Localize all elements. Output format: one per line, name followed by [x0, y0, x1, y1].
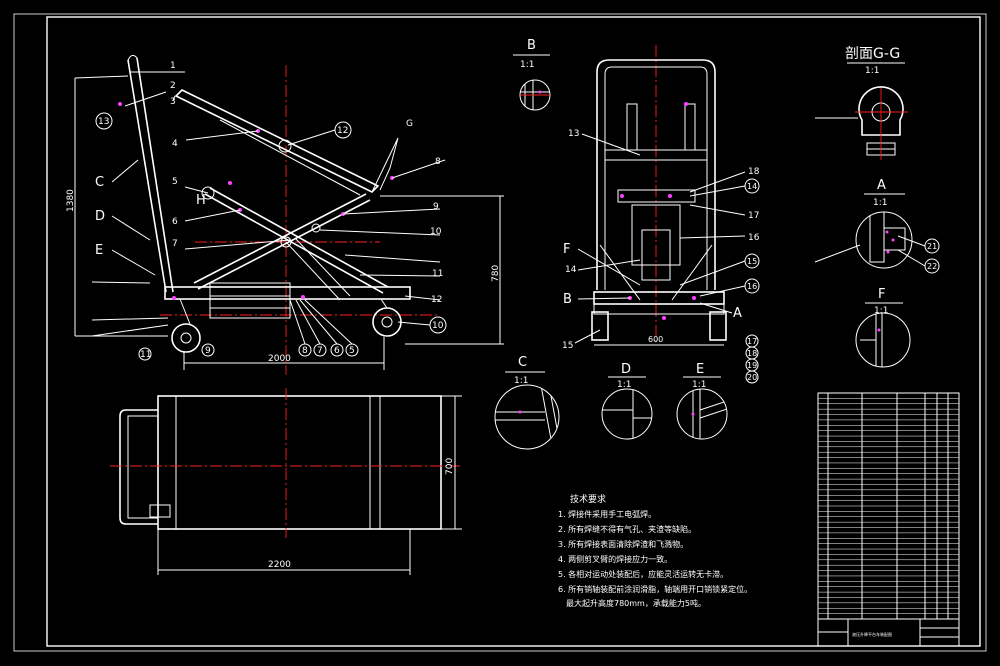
outer-frame — [13, 13, 987, 652]
label-H: H — [196, 193, 206, 208]
note-4: 4. 两侧剪叉臂的焊接应力一致。 — [558, 554, 672, 564]
front-circled-15: 15 — [747, 257, 757, 266]
title-block: 液压升降平台车装配图 — [817, 618, 960, 647]
notes-heading: 技术要求 — [570, 493, 606, 505]
circled-9: 9 — [205, 346, 211, 356]
front-callout-18: 18 — [748, 167, 760, 177]
view-F-scale: 1:1 — [874, 306, 888, 316]
front-view: 600 13 14 15 16 17 18 14 15 16 17 18 19 … — [562, 45, 760, 384]
note-6: 6. 所有销轴装配前涂润滑脂，轴端用开口销锁紧定位。 — [558, 584, 752, 594]
parts-list — [817, 392, 960, 620]
front-label-F: F — [563, 242, 570, 257]
view-B-scale: 1:1 — [520, 60, 534, 70]
callout-7: 7 — [172, 239, 178, 249]
view-GG-name: 剖面G-G — [845, 46, 900, 62]
side-circled-callouts: 13 12 10 11 9 8 7 6 5 — [95, 112, 447, 361]
front-callout-16: 16 — [748, 233, 760, 243]
circled-5: 5 — [349, 346, 355, 356]
callout-11: 11 — [432, 269, 443, 279]
front-label-B: B — [563, 292, 572, 307]
technical-notes: 技术要求 1. 焊接件采用手工电弧焊。 2. 所有焊缝不得有气孔、夹渣等缺陷。 … — [558, 493, 752, 608]
front-callout-13: 13 — [568, 129, 579, 139]
note-2: 2. 所有焊缝不得有气孔、夹渣等缺陷。 — [558, 524, 696, 534]
callout-10: 10 — [430, 227, 442, 237]
circled-13: 13 — [98, 117, 109, 127]
circled-10: 10 — [432, 321, 444, 331]
section-mark-G: G — [406, 119, 413, 129]
dim-length: 2000 — [268, 354, 291, 364]
view-D-name: D — [621, 362, 631, 377]
callout-6: 6 — [172, 217, 178, 227]
note-1: 1. 焊接件采用手工电弧焊。 — [558, 509, 656, 519]
detail-view-D: D 1:1 — [601, 362, 653, 440]
front-callout-15: 15 — [562, 341, 573, 351]
callout-4: 4 — [172, 139, 178, 149]
detail-view-C: C 1:1 — [494, 355, 560, 450]
view-E-name: E — [696, 362, 704, 377]
detail-view-B: B 1:1 — [513, 38, 551, 111]
detail-A-circled-21: 21 — [927, 242, 937, 251]
front-circled-18: 18 — [747, 349, 757, 358]
dim-height: 1380 — [66, 189, 76, 212]
dim-lift: 780 — [491, 265, 501, 282]
circled-7: 7 — [317, 346, 323, 356]
front-label-A: A — [733, 306, 742, 321]
front-callout-17: 17 — [748, 211, 759, 221]
callout-3: 3 — [170, 97, 176, 107]
view-C-scale: 1:1 — [514, 376, 528, 386]
detail-view-F: F 1:1 — [855, 287, 911, 368]
view-A-name: A — [877, 178, 886, 193]
title-block-name: 液压升降平台车装配图 — [852, 631, 892, 637]
detail-view-E: E 1:1 — [676, 362, 728, 440]
callout-12: 12 — [431, 295, 442, 305]
side-view: 1380 780 2000 1 2 3 4 5 — [66, 54, 504, 375]
callout-9: 9 — [433, 202, 439, 212]
note-7: 最大起升高度780mm，承载能力5吨。 — [566, 598, 706, 608]
callout-2: 2 — [170, 81, 176, 91]
front-circled-19: 19 — [747, 361, 757, 370]
dim-top-width: 700 — [445, 458, 455, 475]
callout-5: 5 — [172, 177, 178, 187]
note-3: 3. 所有焊接表面清除焊渣和飞溅物。 — [558, 539, 688, 549]
detail-A-circled-22: 22 — [927, 262, 937, 271]
front-circled-14: 14 — [747, 182, 757, 191]
dim-front-width: 600 — [648, 335, 663, 344]
top-view: 700 2200 — [110, 388, 462, 575]
circled-11: 11 — [140, 350, 151, 360]
circled-6: 6 — [334, 346, 340, 356]
label-E: E — [95, 243, 103, 258]
parts-list-rows — [818, 398, 959, 614]
detail-view-A: A 1:1 21 22 — [814, 178, 940, 274]
label-D: D — [95, 209, 105, 224]
front-circled-16: 16 — [747, 282, 757, 291]
dim-top-length: 2200 — [268, 560, 291, 570]
circled-12: 12 — [337, 126, 348, 136]
view-GG-scale: 1:1 — [865, 66, 879, 76]
callout-1: 1 — [170, 61, 176, 71]
view-E-scale: 1:1 — [692, 380, 706, 390]
inner-frame — [46, 16, 981, 647]
circled-8: 8 — [302, 346, 308, 356]
front-circled-17: 17 — [747, 337, 757, 346]
view-A-scale: 1:1 — [873, 198, 887, 208]
label-C: C — [95, 175, 104, 190]
view-B-name: B — [527, 38, 536, 53]
view-D-scale: 1:1 — [617, 380, 631, 390]
side-callouts: 1 2 3 4 5 6 7 8 9 10 11 12 — [124, 61, 446, 305]
view-C-name: C — [518, 355, 527, 370]
view-F-name: F — [878, 287, 885, 302]
note-5: 5. 各相对运动处装配后，应能灵活运转无卡滞。 — [558, 569, 728, 579]
section-view-GG: 剖面G-G 1:1 — [815, 46, 908, 160]
front-callout-14: 14 — [565, 265, 577, 275]
front-circled-20: 20 — [747, 373, 757, 382]
